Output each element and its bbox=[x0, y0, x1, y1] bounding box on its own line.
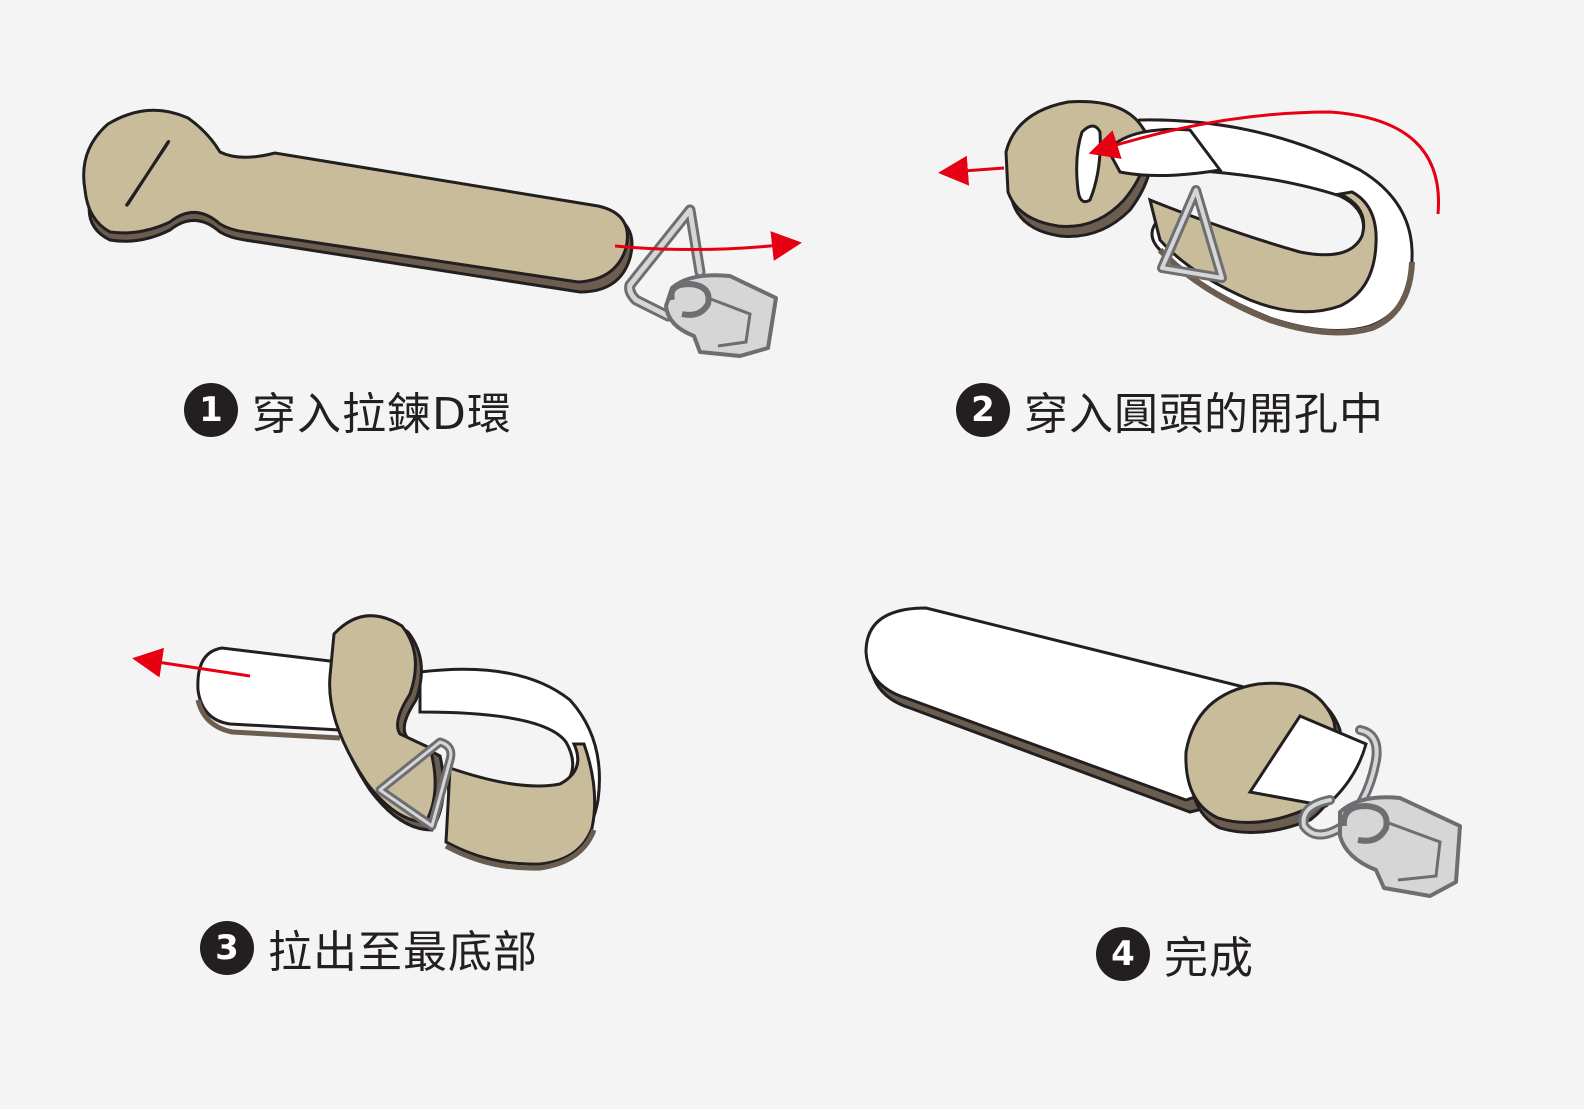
strap-edge-bottom bbox=[1157, 247, 1415, 336]
step-4-label: 4 完成 bbox=[1096, 926, 1254, 984]
step-1-label: 1 穿入拉鍊D環 bbox=[184, 382, 512, 440]
zipper-tab bbox=[707, 296, 752, 348]
strap-loop-leather bbox=[444, 742, 597, 866]
strap-body bbox=[82, 108, 629, 284]
step-text: 完成 bbox=[1164, 933, 1254, 984]
zipper-slider bbox=[1338, 795, 1462, 898]
zipper-ring bbox=[668, 280, 712, 318]
step-text: 拉出至最底部 bbox=[268, 927, 538, 978]
step-number-badge: 2 bbox=[956, 383, 1010, 437]
arrow-right bbox=[614, 231, 802, 261]
step-2-label: 2 穿入圓頭的開孔中 bbox=[956, 382, 1384, 440]
step-number-badge: 3 bbox=[200, 921, 254, 975]
step-number-badge: 4 bbox=[1096, 927, 1150, 981]
step4-illustration bbox=[864, 606, 1462, 898]
step1-illustration bbox=[82, 108, 802, 358]
step3-illustration bbox=[132, 614, 601, 871]
d-ring-inner bbox=[378, 740, 453, 828]
arrow-left bbox=[938, 155, 1005, 186]
d-ring-inner bbox=[627, 207, 703, 319]
strap-tip bbox=[1106, 127, 1223, 178]
zipper-tab bbox=[1385, 820, 1442, 882]
step-3-label: 3 拉出至最底部 bbox=[200, 920, 538, 978]
strap-tail bbox=[196, 646, 342, 732]
arrow-left bbox=[132, 647, 251, 678]
step2-illustration bbox=[938, 100, 1441, 336]
d-ring-inner bbox=[1160, 188, 1224, 280]
step-number-badge: 1 bbox=[184, 383, 238, 437]
step-text: 穿入拉鍊D環 bbox=[252, 389, 512, 440]
arrow-through-hole bbox=[1088, 110, 1441, 215]
slit bbox=[124, 140, 171, 208]
zipper-ring bbox=[1340, 802, 1390, 844]
strap-tail-edge bbox=[195, 699, 341, 741]
zipper-slider bbox=[664, 273, 778, 358]
strap-loop-edge bbox=[444, 829, 597, 871]
step-text: 穿入圓頭的開孔中 bbox=[1024, 389, 1384, 440]
